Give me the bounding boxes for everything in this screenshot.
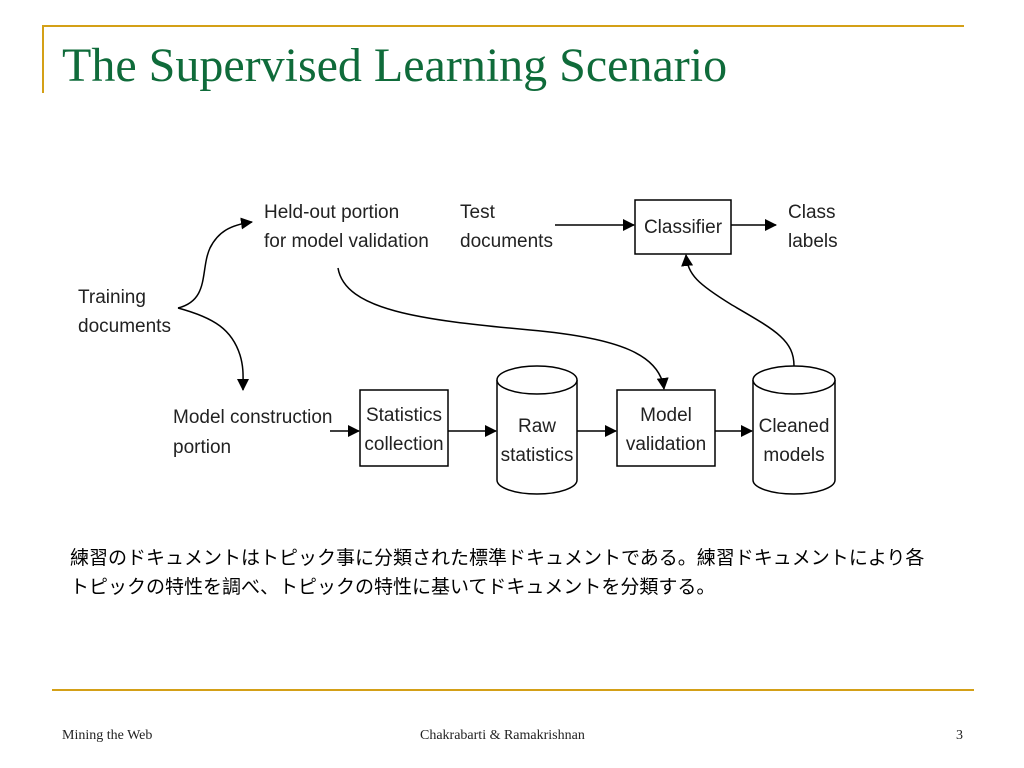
cleaned-models-cylinder: Cleaned models <box>752 365 836 495</box>
svg-text:collection: collection <box>364 434 443 455</box>
svg-text:documents: documents <box>78 316 171 337</box>
class-labels-label: Class labels <box>788 202 838 252</box>
svg-text:Cleaned: Cleaned <box>759 416 830 437</box>
slide-body-text: 練習のドキュメントはトピック事に分類された標準ドキュメントである。練習ドキュメン… <box>70 547 925 598</box>
svg-text:Training: Training <box>78 287 146 308</box>
svg-text:portion: portion <box>173 437 231 458</box>
arrow-training-to-construction <box>177 307 250 391</box>
svg-text:Test: Test <box>460 202 496 223</box>
top-rule <box>42 25 964 27</box>
svg-text:Classifier: Classifier <box>644 217 723 238</box>
svg-text:for model validation: for model validation <box>264 231 429 252</box>
svg-text:Model construction: Model construction <box>173 407 332 428</box>
footer-authors: Chakrabarti & Ramakrishnan <box>420 728 585 743</box>
arrow-cleaned-to-classifier <box>681 254 795 367</box>
arrow-held-out-to-validation <box>337 267 669 390</box>
footer-course: Mining the Web <box>62 728 153 743</box>
svg-text:Held-out portion: Held-out portion <box>264 202 399 223</box>
svg-text:validation: validation <box>626 434 706 455</box>
raw-statistics-cylinder: Raw statistics <box>496 365 578 495</box>
svg-text:labels: labels <box>788 231 838 252</box>
left-rule <box>42 25 44 93</box>
test-documents-label: Test documents <box>460 202 553 252</box>
arrow-training-to-held-out <box>177 217 253 309</box>
page-number: 3 <box>956 728 963 743</box>
statistics-collection-box: Statistics collection <box>359 389 449 467</box>
svg-text:statistics: statistics <box>501 445 574 466</box>
model-construction-label: Model construction portion <box>173 407 332 458</box>
svg-text:models: models <box>763 445 824 466</box>
slide-title: The Supervised Learning Scenario <box>62 39 728 92</box>
model-validation-box: Model validation <box>616 389 716 467</box>
held-out-portion-label: Held-out portion for model validation <box>264 202 429 252</box>
svg-text:Class: Class <box>788 202 836 223</box>
classifier-box: Classifier <box>634 199 732 255</box>
svg-text:Statistics: Statistics <box>366 405 442 426</box>
learning-diagram: Training documents Held-out portion for … <box>60 180 960 520</box>
svg-text:Raw: Raw <box>518 416 556 437</box>
training-documents-label: Training documents <box>78 287 171 337</box>
footer-rule <box>52 689 974 691</box>
svg-text:documents: documents <box>460 231 553 252</box>
svg-text:Model: Model <box>640 405 692 426</box>
